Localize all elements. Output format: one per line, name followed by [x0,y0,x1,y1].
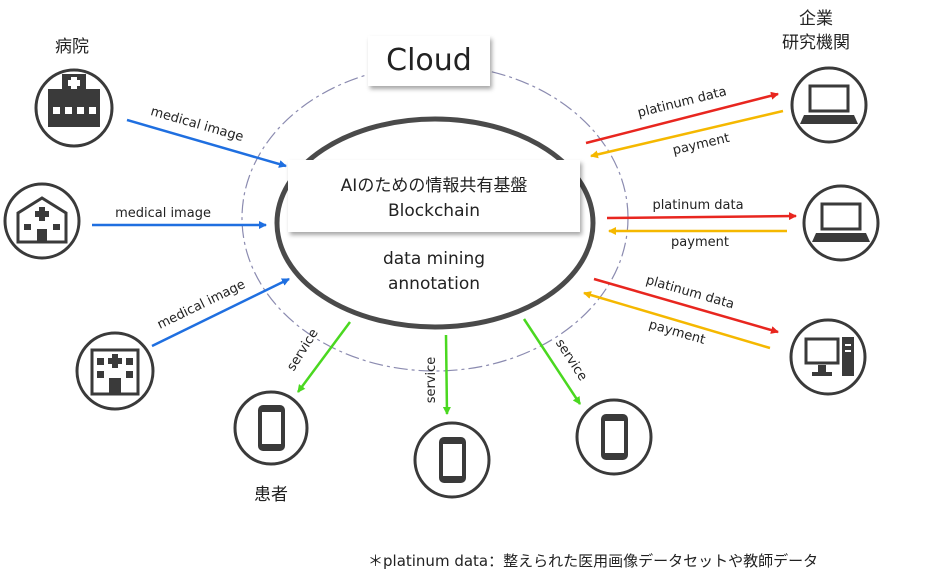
medical-image-label: medical image [149,104,245,145]
footnote: ＊platinum data：整えられた医用画像データセットや教師データ [368,552,818,570]
platinum-data-label: platinum data [652,198,743,213]
hospital-building-icon [75,331,155,411]
research-group-label: 研究機関 [782,33,850,53]
service-arrow [296,321,352,393]
medical-image-arrow [151,277,290,348]
medical-image-arrow [126,118,287,168]
platform-title: AIのための情報共有基盤 [341,176,528,196]
platinum-data-arrow [606,212,797,221]
platinum-data-arrow [585,91,779,145]
cloud-title-box [368,36,490,86]
platform-blockchain: Blockchain [388,201,480,221]
hospital-building-icon [3,182,81,260]
smartphone-icon [233,390,309,466]
payment-arrow [583,291,771,350]
platform-label-box [288,160,580,232]
service-arrow [442,334,451,415]
hospital-building-icon [34,68,114,148]
smartphone-icon [575,398,653,476]
platform-annotation: annotation [388,274,480,294]
laptop-icon [802,184,880,262]
platform-data-mining: data mining [383,249,485,269]
payment-arrow [590,109,784,159]
company-group-label: 企業 [799,9,833,29]
laptop-icon [790,66,868,144]
service-label: service [552,336,590,383]
service-label: service [424,357,439,404]
medical-image-label: medical image [115,206,211,221]
payment-label: payment [671,235,729,250]
smartphone-icon [413,421,491,499]
patient-group-label: 患者 [254,485,288,505]
payment-label: payment [647,317,707,347]
platinum-data-label: platinum data [636,84,728,121]
hospital-group-label: 病院 [55,37,89,57]
desktop-computer-icon [789,318,867,396]
service-arrow [522,318,582,405]
platinum-data-arrow [593,277,779,334]
cloud-title: Cloud [386,43,472,78]
